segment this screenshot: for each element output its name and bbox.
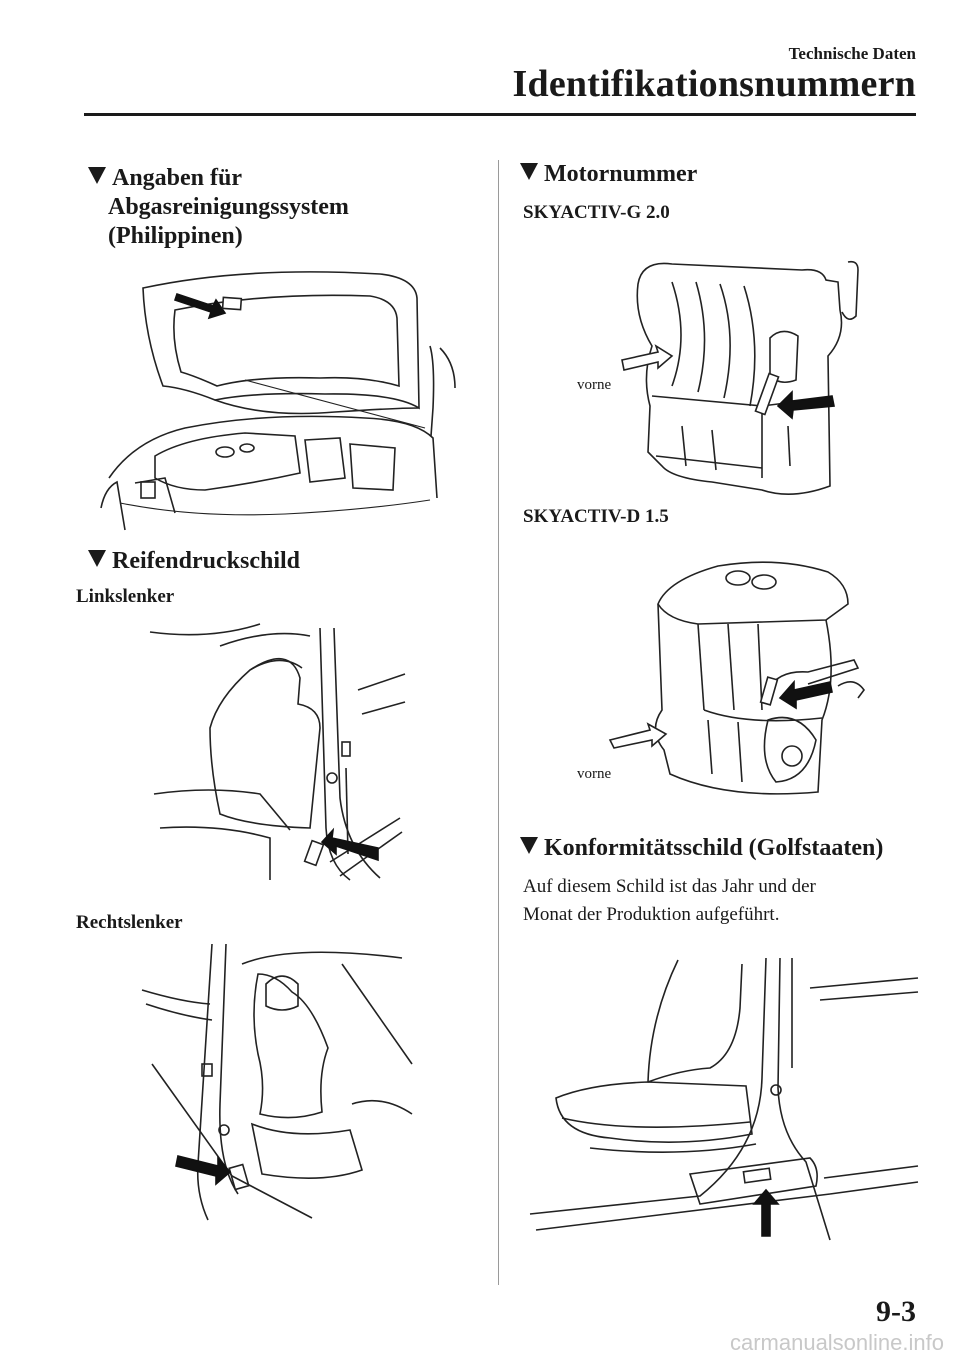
hood-open-illustration	[100, 271, 456, 531]
page-title: Identifikationsnummern	[512, 63, 916, 105]
conformity-label-illustration	[529, 957, 919, 1241]
triangle-bullet-icon	[520, 163, 538, 180]
engine-skyactiv-d-illustration	[608, 561, 865, 795]
triangle-bullet-icon	[520, 837, 538, 854]
subtitle-skyactiv-g: SKYACTIV-G 2.0	[523, 202, 670, 223]
watermark: carmanualsonline.info	[729, 1330, 944, 1355]
chapter-title: Technische Daten	[788, 44, 916, 63]
subtitle-lhd: Linkslenker	[76, 586, 175, 607]
subtitle-skyactiv-d: SKYACTIV-D 1.5	[523, 506, 669, 527]
page-number: 9-3	[876, 1295, 916, 1328]
front-label-d: vorne	[577, 766, 612, 782]
subtitle-rhd: Rechtslenker	[76, 912, 183, 933]
rhd-door-pillar-illustration	[141, 943, 413, 1221]
section-tire-title: Reifendruckschild	[88, 547, 300, 576]
front-label-g: vorne	[577, 377, 612, 393]
column-divider	[498, 160, 499, 1285]
section-conformity-title: Konformitätsschild (Golfstaaten)	[520, 834, 883, 863]
triangle-bullet-icon	[88, 550, 106, 567]
triangle-bullet-icon	[88, 167, 106, 184]
section-emission-title: Angaben für Abgasreinigungssystem (Phili…	[88, 164, 349, 251]
section-engine-title: Motornummer	[520, 160, 697, 189]
header-rule	[84, 113, 916, 116]
engine-skyactiv-g-illustration	[621, 260, 859, 495]
conformity-text: Auf diesem Schild ist das Jahr und der M…	[523, 876, 816, 925]
lhd-door-pillar-illustration	[149, 623, 406, 881]
